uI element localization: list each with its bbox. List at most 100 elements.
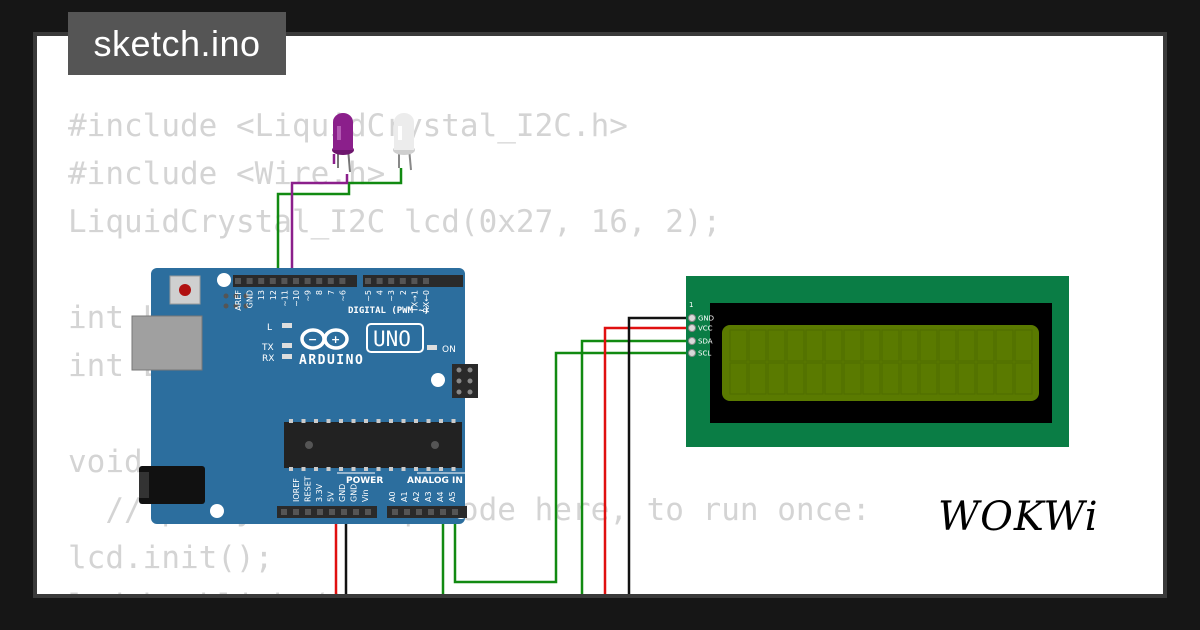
power-jack <box>139 466 205 504</box>
code-line: #include <LiquidCrystal_I2C.h> <box>68 108 628 144</box>
board-led-tx-label: TX <box>261 343 274 353</box>
digital-pin-label: 12 <box>269 290 278 300</box>
digital-pin[interactable] <box>258 278 265 284</box>
uno-label: UNO <box>373 327 411 351</box>
digital-pin[interactable] <box>316 278 323 284</box>
digital-pin[interactable] <box>235 278 241 284</box>
analog-pin-label: A4 <box>436 491 445 502</box>
digital-pin-label: ~11 <box>280 290 289 307</box>
digital-pin-label: 2 <box>399 290 408 295</box>
digital-pin[interactable] <box>304 278 311 284</box>
digital-pin-label: TX→1 <box>410 290 419 313</box>
digital-pin[interactable] <box>246 278 253 284</box>
lcd-pin[interactable] <box>688 337 696 345</box>
wire-led-purple <box>290 174 349 276</box>
code-line: lcd.init(); <box>68 540 274 576</box>
simulation-canvas[interactable]: #include <LiquidCrystal_I2C.h> #include <… <box>37 36 1163 594</box>
analog-pin-label: A0 <box>388 491 397 502</box>
power-pin[interactable] <box>341 509 347 515</box>
analog-pin-label: A1 <box>400 491 409 502</box>
lcd-pin-index: 1 <box>689 301 693 309</box>
digital-pin-label: 4 <box>376 290 385 295</box>
digital-pin-label: ~9 <box>304 290 313 302</box>
lcd-pin[interactable] <box>688 324 696 332</box>
digital-pin[interactable] <box>281 278 288 284</box>
board-led-on <box>427 345 437 350</box>
uno-badge <box>366 323 424 353</box>
wire-a5-scl <box>453 351 690 584</box>
digital-pin-label: AREF <box>234 290 243 311</box>
digital-pin[interactable] <box>327 278 334 284</box>
reset-button <box>169 275 201 305</box>
analog-pin[interactable] <box>392 509 398 515</box>
power-pin-label: RESET <box>304 476 313 502</box>
wire-vcc <box>603 326 690 594</box>
power-pin[interactable] <box>365 509 371 515</box>
icsp-header-right <box>452 364 478 398</box>
code-line: #include <Wire.h> <box>68 156 386 192</box>
analog-pin[interactable] <box>452 509 458 515</box>
wire-led-white <box>276 168 403 276</box>
led-purple[interactable] <box>332 113 354 173</box>
power-pin-label: Vin <box>361 489 370 502</box>
analog-pin[interactable] <box>416 509 422 515</box>
analog-pin-label: A3 <box>424 491 433 502</box>
lcd-pin-label: SCL <box>698 350 711 358</box>
wire-lcd-gnd <box>627 316 690 594</box>
analog-pin[interactable] <box>440 509 446 515</box>
code-background: #include <LiquidCrystal_I2C.h> #include <… <box>68 102 871 594</box>
board-led-on-label: ON <box>442 345 456 355</box>
digital-pin[interactable] <box>376 278 383 284</box>
digital-pin-label: RX←0 <box>422 290 431 313</box>
power-pin[interactable] <box>329 509 335 515</box>
board-led-rx-label: RX <box>262 354 274 364</box>
svg-text:+: + <box>331 333 340 346</box>
wires <box>276 154 690 594</box>
lcd-pin-label: GND <box>698 315 714 323</box>
digital-header-label: DIGITAL (PWM ~) <box>348 306 429 316</box>
board-led-rx <box>282 354 292 359</box>
power-pin[interactable] <box>317 509 323 515</box>
power-pin[interactable] <box>293 509 299 515</box>
wokwi-logo: WOKWi <box>938 494 1099 540</box>
power-pin-label: 5V <box>327 491 336 502</box>
analog-pin[interactable] <box>428 509 434 515</box>
digital-pin[interactable] <box>388 278 395 284</box>
led-white[interactable] <box>393 113 415 171</box>
digital-pin[interactable] <box>399 278 406 284</box>
power-label: POWER <box>346 476 383 486</box>
usb-port <box>131 315 203 371</box>
lcd-pin[interactable] <box>688 314 696 322</box>
digital-pin-label: 7 <box>327 290 336 295</box>
svg-text:WOKWi: WOKWi <box>938 494 1099 540</box>
power-pin-label: GND <box>338 484 347 502</box>
digital-pin-label: ~5 <box>364 290 373 302</box>
lcd-pin[interactable] <box>688 349 696 357</box>
power-pin[interactable] <box>353 509 359 515</box>
file-tab[interactable]: sketch.ino <box>68 12 286 75</box>
power-pin[interactable] <box>305 509 311 515</box>
digital-pin[interactable] <box>411 278 418 284</box>
digital-pin[interactable] <box>269 278 276 284</box>
mount-hole <box>431 373 445 387</box>
lcd-pin-label: VCC <box>698 325 713 333</box>
power-pin[interactable] <box>281 509 287 515</box>
digital-pin[interactable] <box>339 278 346 284</box>
analog-pin[interactable] <box>404 509 410 515</box>
digital-pin-label: ~3 <box>387 290 396 302</box>
power-pin-label: IOREF <box>292 478 301 502</box>
digital-pin-label: GND <box>246 290 255 308</box>
digital-pin-label: ~6 <box>338 290 347 302</box>
board-led-tx <box>282 343 292 348</box>
digital-pin[interactable] <box>423 278 429 284</box>
arduino-brand: ARDUINO <box>299 353 364 368</box>
digital-pin[interactable] <box>293 278 299 284</box>
arduino-logo-icon <box>300 328 349 350</box>
power-pin-label: 3.3V <box>315 483 324 502</box>
digital-pin[interactable] <box>365 278 371 284</box>
icsp-header-top <box>223 293 249 309</box>
wire-sda <box>580 339 690 594</box>
